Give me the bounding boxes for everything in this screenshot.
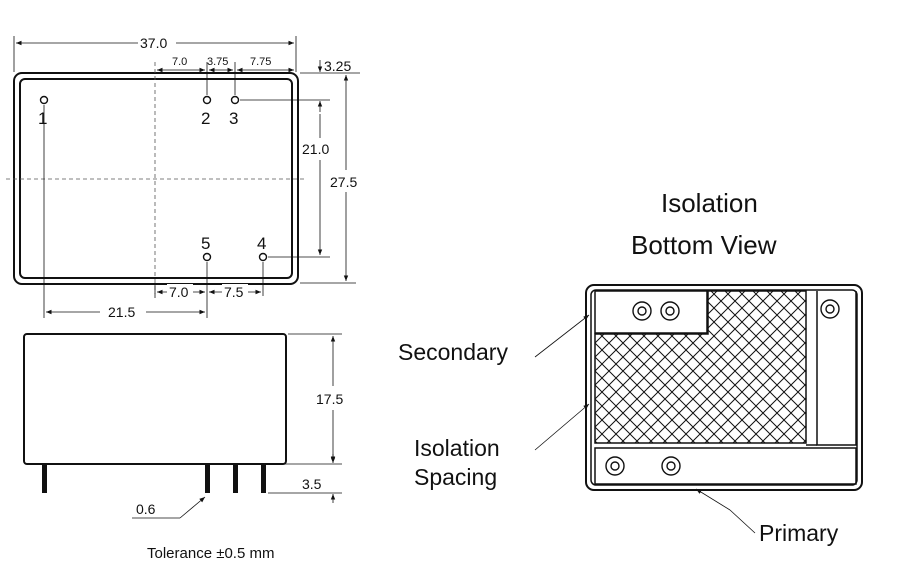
pin-hole-5 [202,252,212,262]
isolation-board-outer [585,284,863,491]
secondary-zone-right [816,291,857,446]
isolation-title-line1: Isolation [661,188,758,218]
pin-hole-1 [39,95,49,105]
pin-label-4: 4 [257,234,266,253]
label-primary: Primary [759,520,839,546]
side-view-body [23,333,287,465]
pin-hole-2 [202,95,212,105]
side-pin-3 [233,464,238,493]
top-view-body-outer [13,72,299,285]
dim-pin3-edge: 7.75 [250,56,271,68]
isolation-title-line2: Bottom View [631,230,777,260]
side-pin-1 [42,464,47,493]
pin-label-5: 5 [201,234,210,253]
isolation-board-inner [590,289,858,486]
isolation-spacing-area [594,290,807,444]
dim-total-height: 27.5 [330,174,357,190]
pin-hole-3 [230,95,240,105]
primary-zone [594,447,857,485]
isolation-view: Isolation Bottom View Secondary Isolatio… [398,188,863,546]
side-pin-4 [261,464,266,493]
pin-label-2: 2 [201,109,210,128]
dim-body-height: 17.5 [316,391,343,407]
dim-pin2-3-spacing: 3.75 [207,56,228,68]
dim-bottom-left: 7.0 [169,284,189,300]
dim-pin-diameter: 0.6 [136,501,156,517]
side-pin-5 [205,464,210,493]
dim-top-margin: 3.25 [324,58,351,74]
secondary-zone [594,290,708,334]
pin-label-1: 1 [38,109,47,128]
dim-pin-vertical-spacing: 21.0 [302,141,329,157]
label-isolation-line1: Isolation [414,435,500,461]
top-view-body-inner [19,78,293,279]
top-view: 1 2 3 5 4 37.0 7.0 3.75 7.75 3.25 2 [6,35,360,320]
dim-total-width: 37.0 [140,35,167,51]
label-isolation-line2: Spacing [414,464,497,490]
pin-label-3: 3 [229,109,238,128]
side-view: 17.5 3.5 0.6 Tolerance ±0.5 mm [23,333,343,562]
dim-pin1-to-5: 21.5 [108,304,135,320]
pin-hole-4 [258,252,268,262]
dim-pin1-2-spacing: 7.0 [172,56,187,68]
dim-pin-length: 3.5 [302,476,322,492]
label-secondary: Secondary [398,339,508,365]
tolerance-note: Tolerance ±0.5 mm [147,545,274,562]
dim-bottom-right: 7.5 [224,284,244,300]
